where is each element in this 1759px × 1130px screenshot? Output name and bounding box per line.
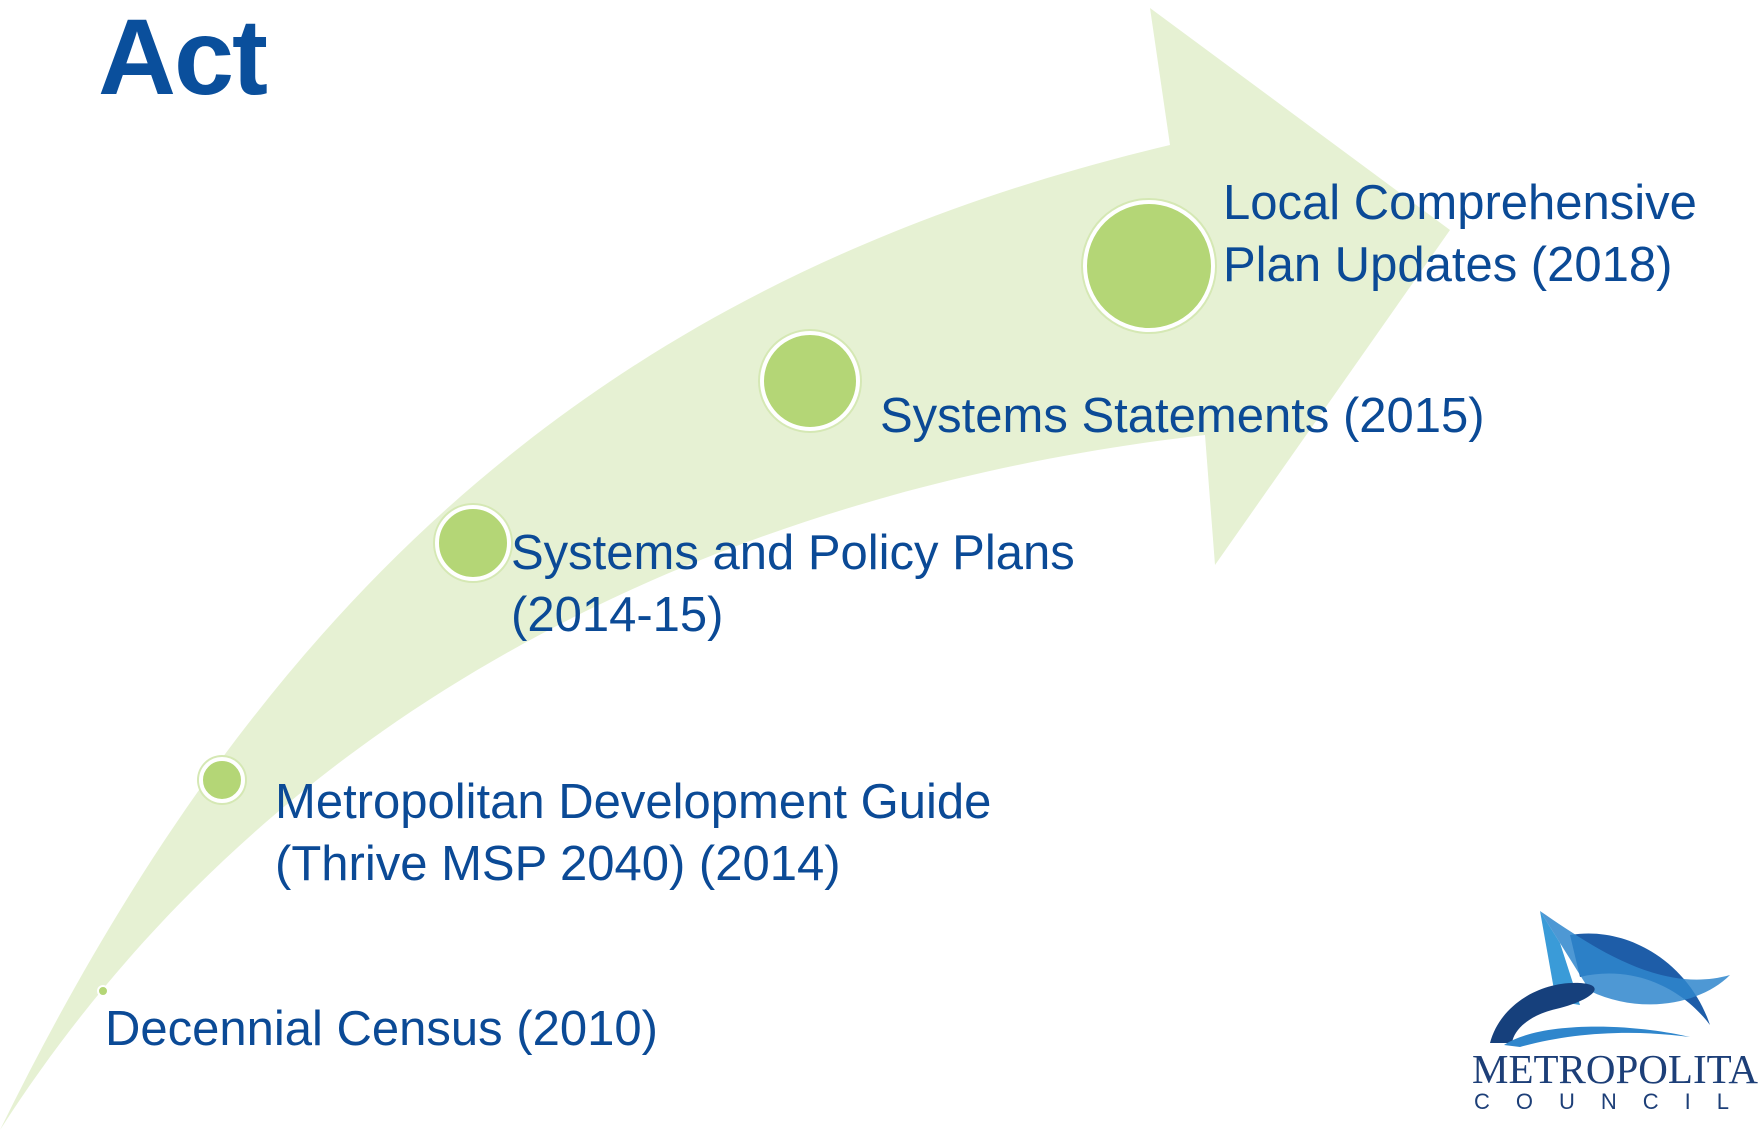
- step-local-comprehensive-plan: Local Comprehensive Plan Updates (2018): [1223, 172, 1697, 296]
- slide-title: Act: [98, 0, 268, 117]
- step-line: Decennial Census (2010): [105, 1002, 658, 1056]
- step-line: Plan Updates (2018): [1223, 238, 1673, 292]
- marker-metropolitan-development-guide: [199, 757, 245, 803]
- marker-local-comprehensive-plan: [1083, 200, 1215, 332]
- marker-systems-statements: [760, 331, 860, 431]
- step-decennial-census: Decennial Census (2010): [105, 998, 658, 1060]
- step-line: Metropolitan Development Guide: [275, 775, 992, 829]
- logo-swoosh-icon: [1490, 911, 1730, 1047]
- step-line: Local Comprehensive: [1223, 176, 1697, 230]
- step-line: Systems Statements (2015): [880, 389, 1485, 443]
- step-line: (2014-15): [511, 588, 724, 642]
- logo-subtitle: COUNCIL: [1474, 1089, 1756, 1114]
- step-line: (Thrive MSP 2040) (2014): [275, 837, 841, 891]
- step-metropolitan-development-guide: Metropolitan Development Guide (Thrive M…: [275, 771, 991, 895]
- step-line: Systems and Policy Plans: [511, 526, 1075, 580]
- step-systems-policy-plans: Systems and Policy Plans (2014-15): [511, 522, 1075, 646]
- marker-systems-policy-plans: [435, 505, 511, 581]
- metropolitan-council-logo: METROPOLITAN COUNCIL: [1460, 905, 1759, 1130]
- marker-decennial-census: [97, 985, 109, 997]
- step-systems-statements: Systems Statements (2015): [880, 385, 1485, 447]
- logo-wordmark: METROPOLITAN: [1472, 1046, 1759, 1092]
